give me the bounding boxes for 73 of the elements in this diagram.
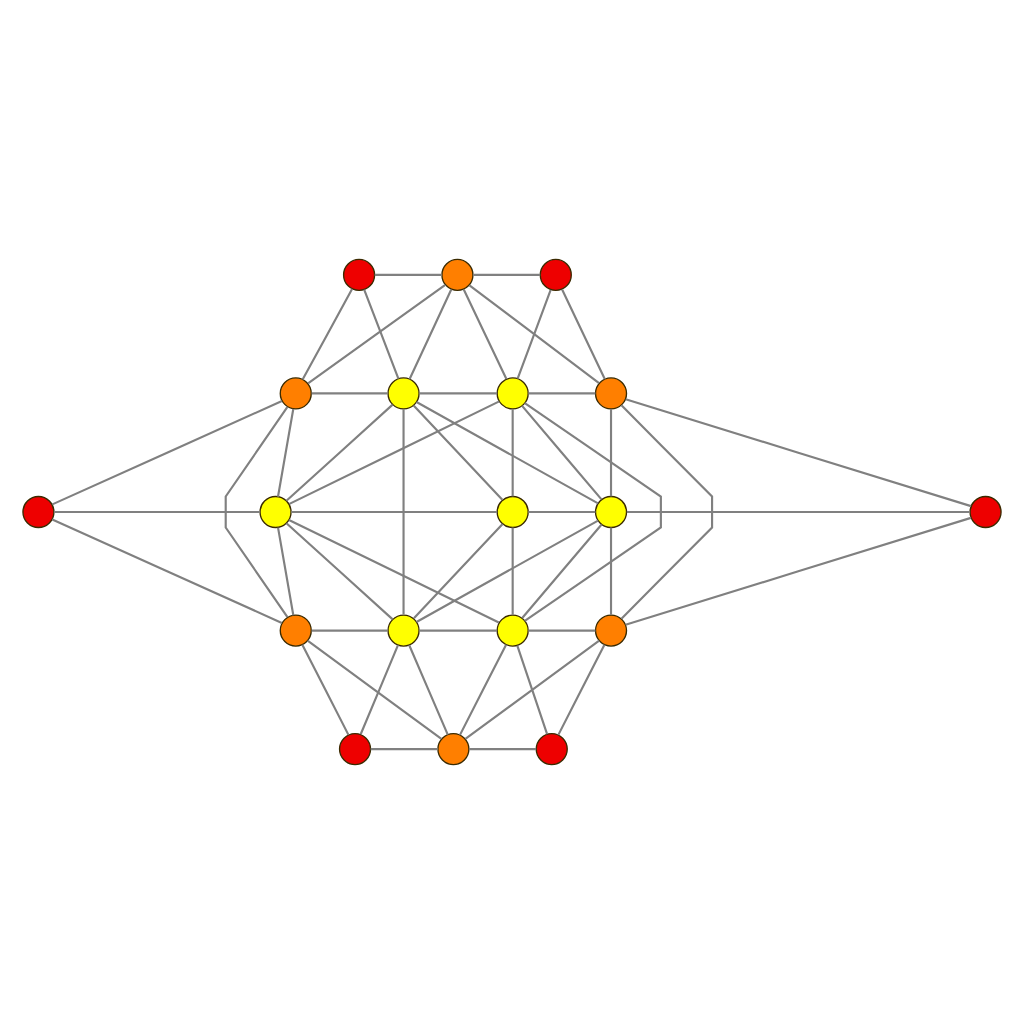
- node-circle: [496, 377, 529, 410]
- connector: [412, 404, 504, 501]
- connector: [459, 644, 508, 736]
- connector: [276, 408, 295, 497]
- connector: [363, 289, 400, 379]
- connector: [306, 639, 443, 740]
- connector: [288, 518, 500, 624]
- connector: [311, 392, 388, 395]
- node-circle: [539, 258, 572, 292]
- connector: [521, 523, 603, 619]
- connector: [557, 644, 606, 736]
- connector: [291, 510, 498, 514]
- node-circle: [441, 258, 474, 292]
- connector: [625, 516, 972, 626]
- node-circle: [594, 614, 628, 647]
- connector: [285, 522, 394, 621]
- connector: [370, 748, 438, 751]
- connector: [285, 403, 394, 502]
- connector: [311, 629, 388, 632]
- connector: [402, 409, 405, 615]
- connector: [609, 527, 613, 615]
- connector: [51, 518, 283, 624]
- connector: [54, 510, 260, 514]
- node-circle: [535, 732, 568, 766]
- connector: [419, 392, 498, 395]
- connector: [511, 409, 514, 497]
- node-circle: [279, 377, 312, 410]
- node-circle: [342, 258, 376, 292]
- node-circle: [22, 495, 55, 529]
- node-circle: [496, 495, 529, 529]
- connector: [516, 645, 549, 735]
- connector: [307, 284, 446, 385]
- connector: [276, 527, 295, 616]
- node-circle: [437, 732, 470, 766]
- connector: [625, 398, 972, 508]
- connector: [626, 510, 970, 514]
- connector: [301, 644, 350, 736]
- connector: [416, 519, 599, 623]
- connector: [528, 629, 596, 632]
- connector: [408, 644, 449, 736]
- connector: [516, 289, 552, 380]
- connector: [301, 288, 353, 381]
- connector: [524, 402, 662, 622]
- node-circle: [338, 732, 372, 766]
- node-circle: [259, 495, 292, 529]
- node-circle: [387, 377, 420, 410]
- connector: [288, 400, 500, 505]
- node-circle: [594, 495, 628, 529]
- connector: [468, 284, 600, 384]
- connector: [416, 401, 599, 505]
- connector: [521, 405, 603, 501]
- connector: [408, 289, 453, 380]
- connector: [359, 644, 399, 735]
- connector: [374, 273, 442, 276]
- connector: [511, 527, 514, 615]
- connector: [561, 289, 606, 380]
- connector: [469, 748, 537, 751]
- connector: [462, 289, 508, 380]
- node-circle: [594, 377, 628, 410]
- node-circle: [969, 495, 1002, 529]
- node-circle: [496, 614, 529, 647]
- connector: [419, 629, 498, 632]
- connector: [609, 409, 613, 497]
- connector: [528, 392, 596, 395]
- connector: [473, 273, 541, 276]
- node-circle: [279, 614, 312, 647]
- connector: [51, 400, 283, 506]
- connector: [224, 406, 289, 618]
- connector: [464, 639, 600, 740]
- connector: [528, 510, 596, 514]
- connector: [620, 404, 714, 620]
- node-circle: [387, 614, 420, 647]
- connector: [413, 523, 504, 619]
